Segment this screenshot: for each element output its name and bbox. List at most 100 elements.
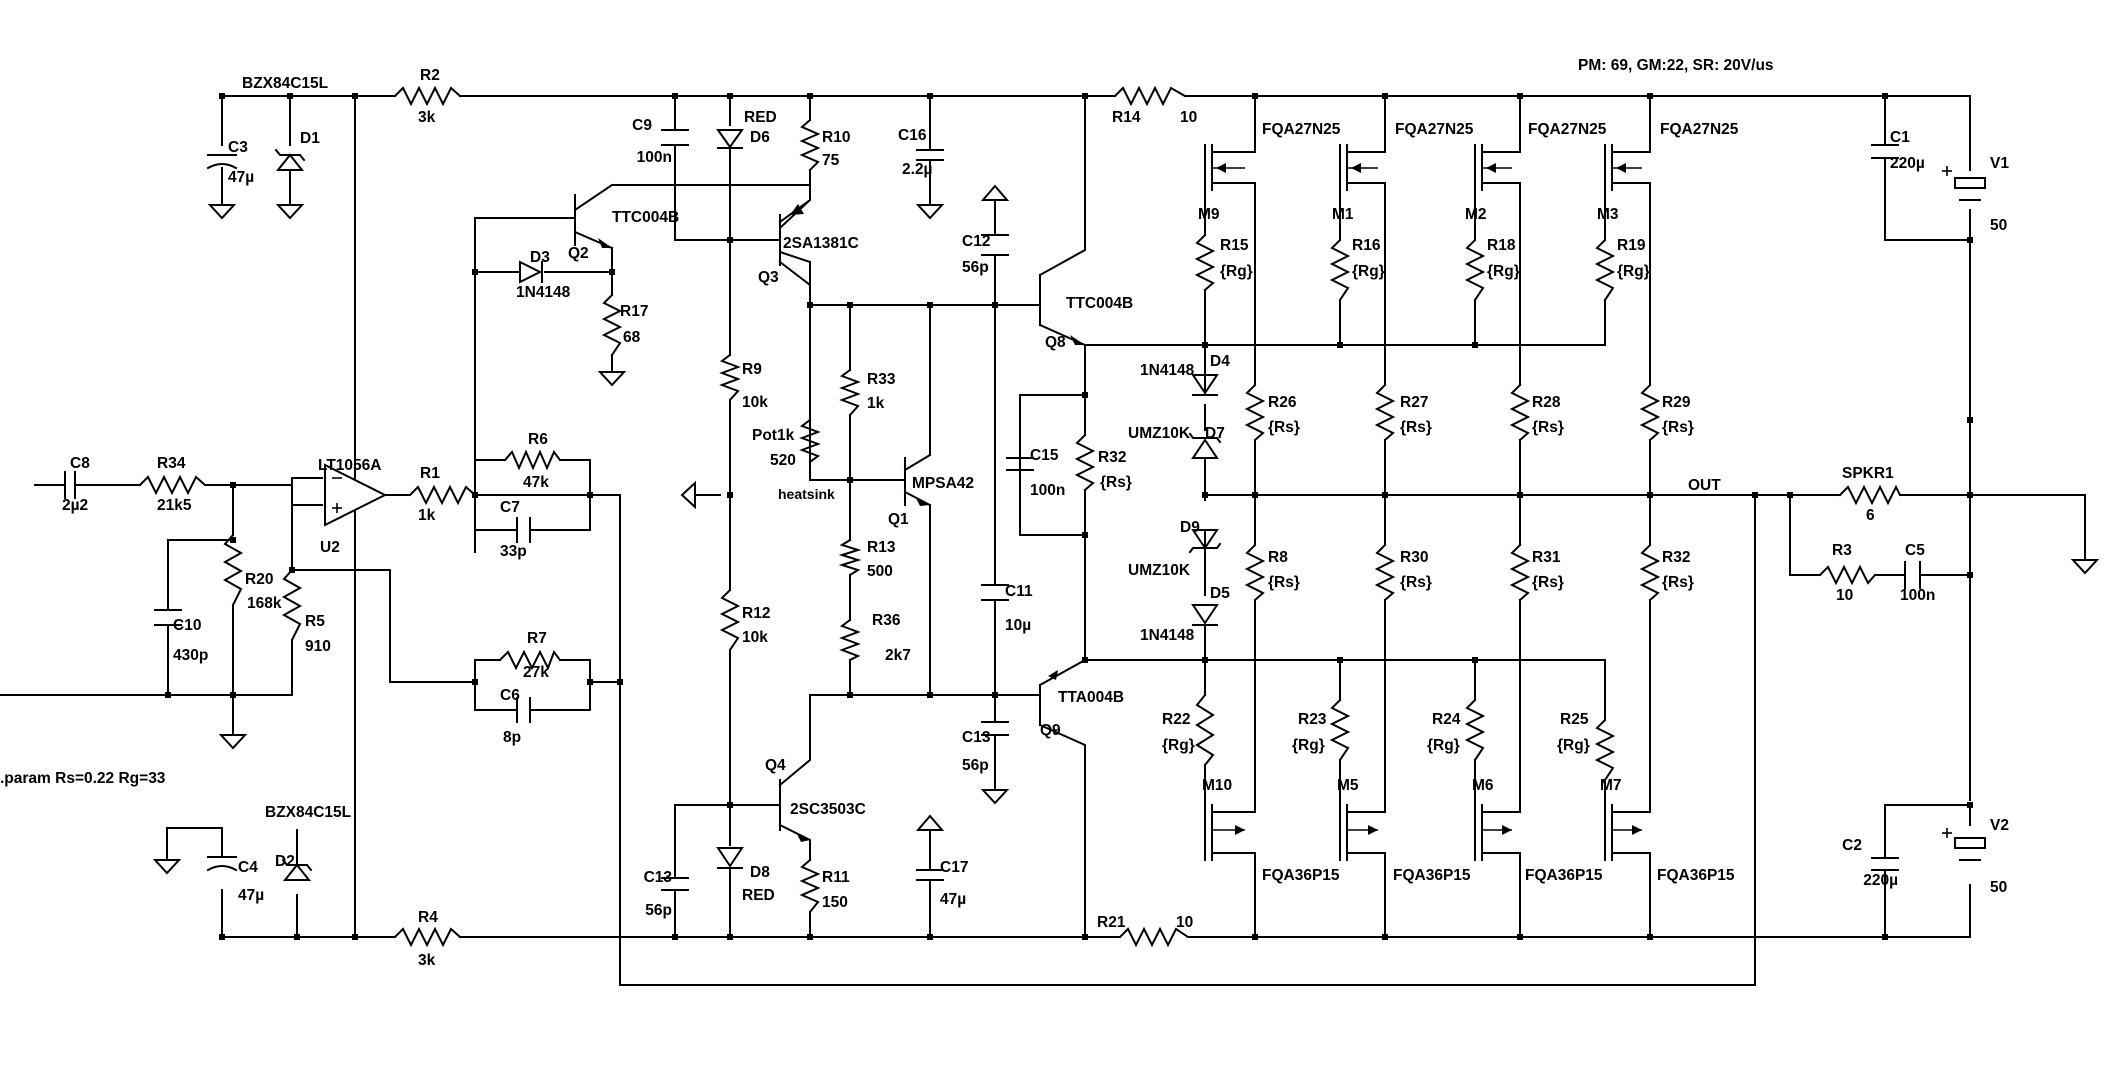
D8-ref: D8 xyxy=(750,864,770,881)
D5-symbol xyxy=(1191,604,1219,626)
R34-value: 1k xyxy=(867,395,885,412)
C10-value: 430p xyxy=(173,647,208,664)
ground-icon xyxy=(915,814,945,831)
R27-ref: R27 xyxy=(1400,394,1428,411)
NTC1-ref: Pot1k xyxy=(752,427,795,444)
junction-dots xyxy=(165,93,1973,940)
R12-value: 10k xyxy=(742,629,768,646)
Q3-ref: Q3 xyxy=(758,269,779,286)
R21-value: 10 xyxy=(1176,914,1193,931)
D5-ref: D5 xyxy=(1210,585,1230,602)
C12-ref: C12 xyxy=(962,233,990,250)
R7-value: 27k xyxy=(523,664,549,681)
R11-value: 150 xyxy=(822,894,848,911)
Q4-symbol xyxy=(779,779,810,842)
SPKR1-value: 6 xyxy=(1866,507,1875,524)
C17-symbol xyxy=(916,149,944,161)
R7-symbol xyxy=(498,649,562,671)
R3-symbol xyxy=(1818,564,1877,586)
D9-symbol xyxy=(1188,529,1222,554)
Pot1k-symbol xyxy=(839,618,861,662)
C13-value: 56p xyxy=(962,757,989,774)
R9-symbol xyxy=(719,353,741,402)
M10-symbol xyxy=(1204,804,1256,861)
M3-symbol xyxy=(1604,144,1651,219)
M10-ref: M10 xyxy=(1202,777,1232,794)
R33-symbol xyxy=(1074,433,1096,492)
D4-ref: D4 xyxy=(1210,353,1230,370)
M6-ref: M6 xyxy=(1472,777,1494,794)
Pot1k-value: 2k7 xyxy=(885,647,911,664)
R17-ref: R17 xyxy=(620,303,648,320)
D5-part: 1N4148 xyxy=(1140,627,1195,644)
spice-directive: .param Rs=0.22 Rg=33 xyxy=(0,770,166,787)
D7-part: UMZ10K xyxy=(1128,425,1191,442)
R9-ref: R9 xyxy=(742,361,762,378)
C10-ref: C10 xyxy=(173,617,201,634)
R14-value: 10 xyxy=(1180,109,1197,126)
R12-symbol xyxy=(719,588,741,652)
D8-part: RED xyxy=(742,887,775,904)
R5-symbol xyxy=(281,568,303,642)
R23-value: {Rg} xyxy=(1292,737,1325,754)
D3-ref: D3 xyxy=(530,249,550,266)
C18-ref: C17 xyxy=(940,859,968,876)
R36-symbol xyxy=(138,474,207,496)
R6-value: 47k xyxy=(523,474,549,491)
Q8-ref: Q8 xyxy=(1045,334,1066,351)
R13-symbol xyxy=(838,538,862,577)
R30-ref: R30 xyxy=(1400,549,1428,566)
M6-symbol xyxy=(1474,804,1521,861)
R15-symbol xyxy=(1194,233,1216,292)
heatsink-net-label: heatsink xyxy=(778,486,835,502)
R2-ref: R2 xyxy=(420,67,440,84)
C15-value: 56p xyxy=(645,902,672,919)
C18-value: 47µ xyxy=(940,891,966,908)
C16-value: 100n xyxy=(1030,482,1065,499)
Q4-part: 2SC3503C xyxy=(790,801,866,818)
R29-symbol xyxy=(1639,383,1661,442)
header-note: PM: 69, GM:22, SR: 20V/us xyxy=(1578,57,1774,74)
R21-symbol xyxy=(1118,926,1190,948)
SPKR1-ref: SPKR1 xyxy=(1842,465,1894,482)
C3-symbol xyxy=(206,154,238,206)
R29-ref: R29 xyxy=(1662,394,1691,411)
M3-ref: M3 xyxy=(1597,206,1619,223)
C7-value: 33p xyxy=(500,543,527,560)
C17-ref: C16 xyxy=(898,127,927,144)
R16-value: {Rg} xyxy=(1352,263,1385,280)
D4-symbol xyxy=(1191,374,1219,396)
C1-value: 220µ xyxy=(1890,155,1925,172)
C6-ref: C6 xyxy=(500,687,520,704)
labels: PM: 69, GM:22, SR: 20V/us .param Rs=0.22… xyxy=(0,57,2009,969)
R28-value: {Rs} xyxy=(1532,419,1564,436)
Pot1k-ref: R36 xyxy=(872,612,901,629)
R25-value: {Rg} xyxy=(1557,737,1590,754)
R34-ref: R33 xyxy=(867,371,896,388)
R10-symbol xyxy=(799,118,821,172)
R22-ref: R22 xyxy=(1162,711,1190,728)
M9-part: FQA27N25 xyxy=(1262,121,1341,138)
C16-symbol xyxy=(1006,394,1034,536)
D4-part: 1N4148 xyxy=(1140,362,1195,379)
Q9-ref: Q9 xyxy=(1040,722,1061,739)
R26-ref: R26 xyxy=(1268,394,1297,411)
C9-value: 100n xyxy=(637,149,672,166)
M10-part: FQA36P15 xyxy=(1262,867,1340,884)
C5-value: 100n xyxy=(1900,587,1935,604)
D7-ref: D7 xyxy=(1205,425,1225,442)
ground-icon xyxy=(980,789,1010,805)
Q2-ref: Q2 xyxy=(568,245,589,262)
M1-symbol xyxy=(1339,144,1386,219)
M2-symbol xyxy=(1474,144,1521,219)
R17-symbol xyxy=(601,293,623,357)
C9-symbol xyxy=(661,129,689,146)
C8-symbol xyxy=(64,471,91,499)
D1-symbol xyxy=(274,148,306,206)
SPKR1-symbol xyxy=(1838,484,1902,506)
V1-symbol xyxy=(1942,166,1986,201)
R23-symbol xyxy=(1329,698,1351,762)
U2-ref: U2 xyxy=(320,539,340,556)
R16-ref: R16 xyxy=(1352,237,1381,254)
R6-ref: R6 xyxy=(528,431,548,448)
